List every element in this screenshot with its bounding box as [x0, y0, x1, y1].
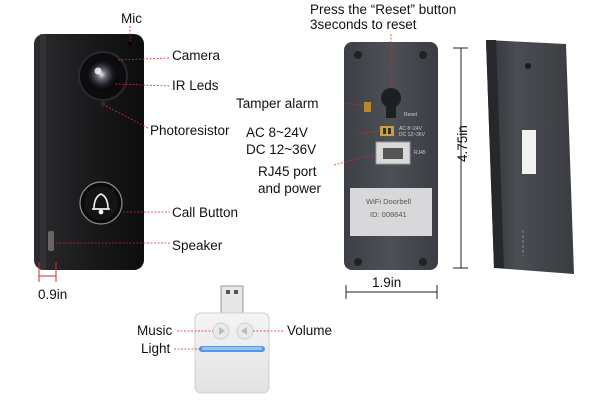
photoresistor-label: Photoresistor	[150, 123, 230, 138]
depth-dimension-label: 0.9in	[38, 287, 68, 302]
tamper-alarm-label: Tamper alarm	[236, 96, 319, 111]
height-dimension	[453, 47, 468, 269]
ir-leds-label: IR Leds	[172, 78, 219, 93]
mic-hole	[128, 42, 132, 46]
bracket-slot	[522, 130, 536, 174]
chime-leader-lines	[174, 330, 285, 350]
mounting-bracket	[486, 40, 574, 274]
music-label: Music	[137, 323, 173, 338]
plate-title: WiFi Doorbell	[366, 197, 412, 206]
call-button-label: Call Button	[172, 205, 239, 220]
camera-label: Camera	[172, 48, 221, 63]
power-tag-dc: DC 12~36V	[399, 132, 425, 138]
reset-hole	[381, 88, 401, 108]
ac-power-label: AC 8~24V	[246, 125, 308, 140]
id-plate	[350, 188, 432, 236]
volume-label: Volume	[287, 323, 333, 338]
front-leader-lines	[56, 26, 171, 244]
power-terminal	[380, 126, 394, 136]
width-dimension-label: 1.9in	[372, 275, 402, 290]
back-leader-lines	[333, 34, 392, 166]
chime-unit	[194, 285, 270, 394]
tamper-switch	[364, 102, 371, 112]
rj45-label-line1: RJ45 port	[258, 164, 317, 179]
speaker-slot	[48, 231, 54, 251]
usb-plug	[220, 285, 244, 315]
bell-icon	[92, 193, 110, 215]
reset-tag: Reset	[404, 112, 418, 118]
light-label: Light	[141, 341, 171, 356]
doorbell-back-view	[344, 42, 438, 270]
plate-id: ID: 008641	[370, 210, 407, 219]
doorbell-front-view	[34, 34, 144, 270]
speaker-label: Speaker	[172, 238, 223, 253]
power-tag-ac: AC 8~24V	[399, 126, 422, 132]
reset-instruction-line1: Press the “Reset” button	[310, 2, 457, 17]
photoresistor-dot	[100, 101, 106, 107]
dc-power-label: DC 12~36V	[246, 142, 317, 157]
mic-label: Mic	[121, 11, 142, 26]
height-dimension-label: 4.75in	[455, 125, 470, 162]
reset-instruction-line2: 3seconds to reset	[310, 17, 417, 32]
depth-dimension	[38, 262, 57, 282]
rj45-label-line2: and power	[258, 181, 322, 196]
width-dimension	[345, 285, 438, 299]
rj45-tag: RJ45	[414, 150, 426, 156]
